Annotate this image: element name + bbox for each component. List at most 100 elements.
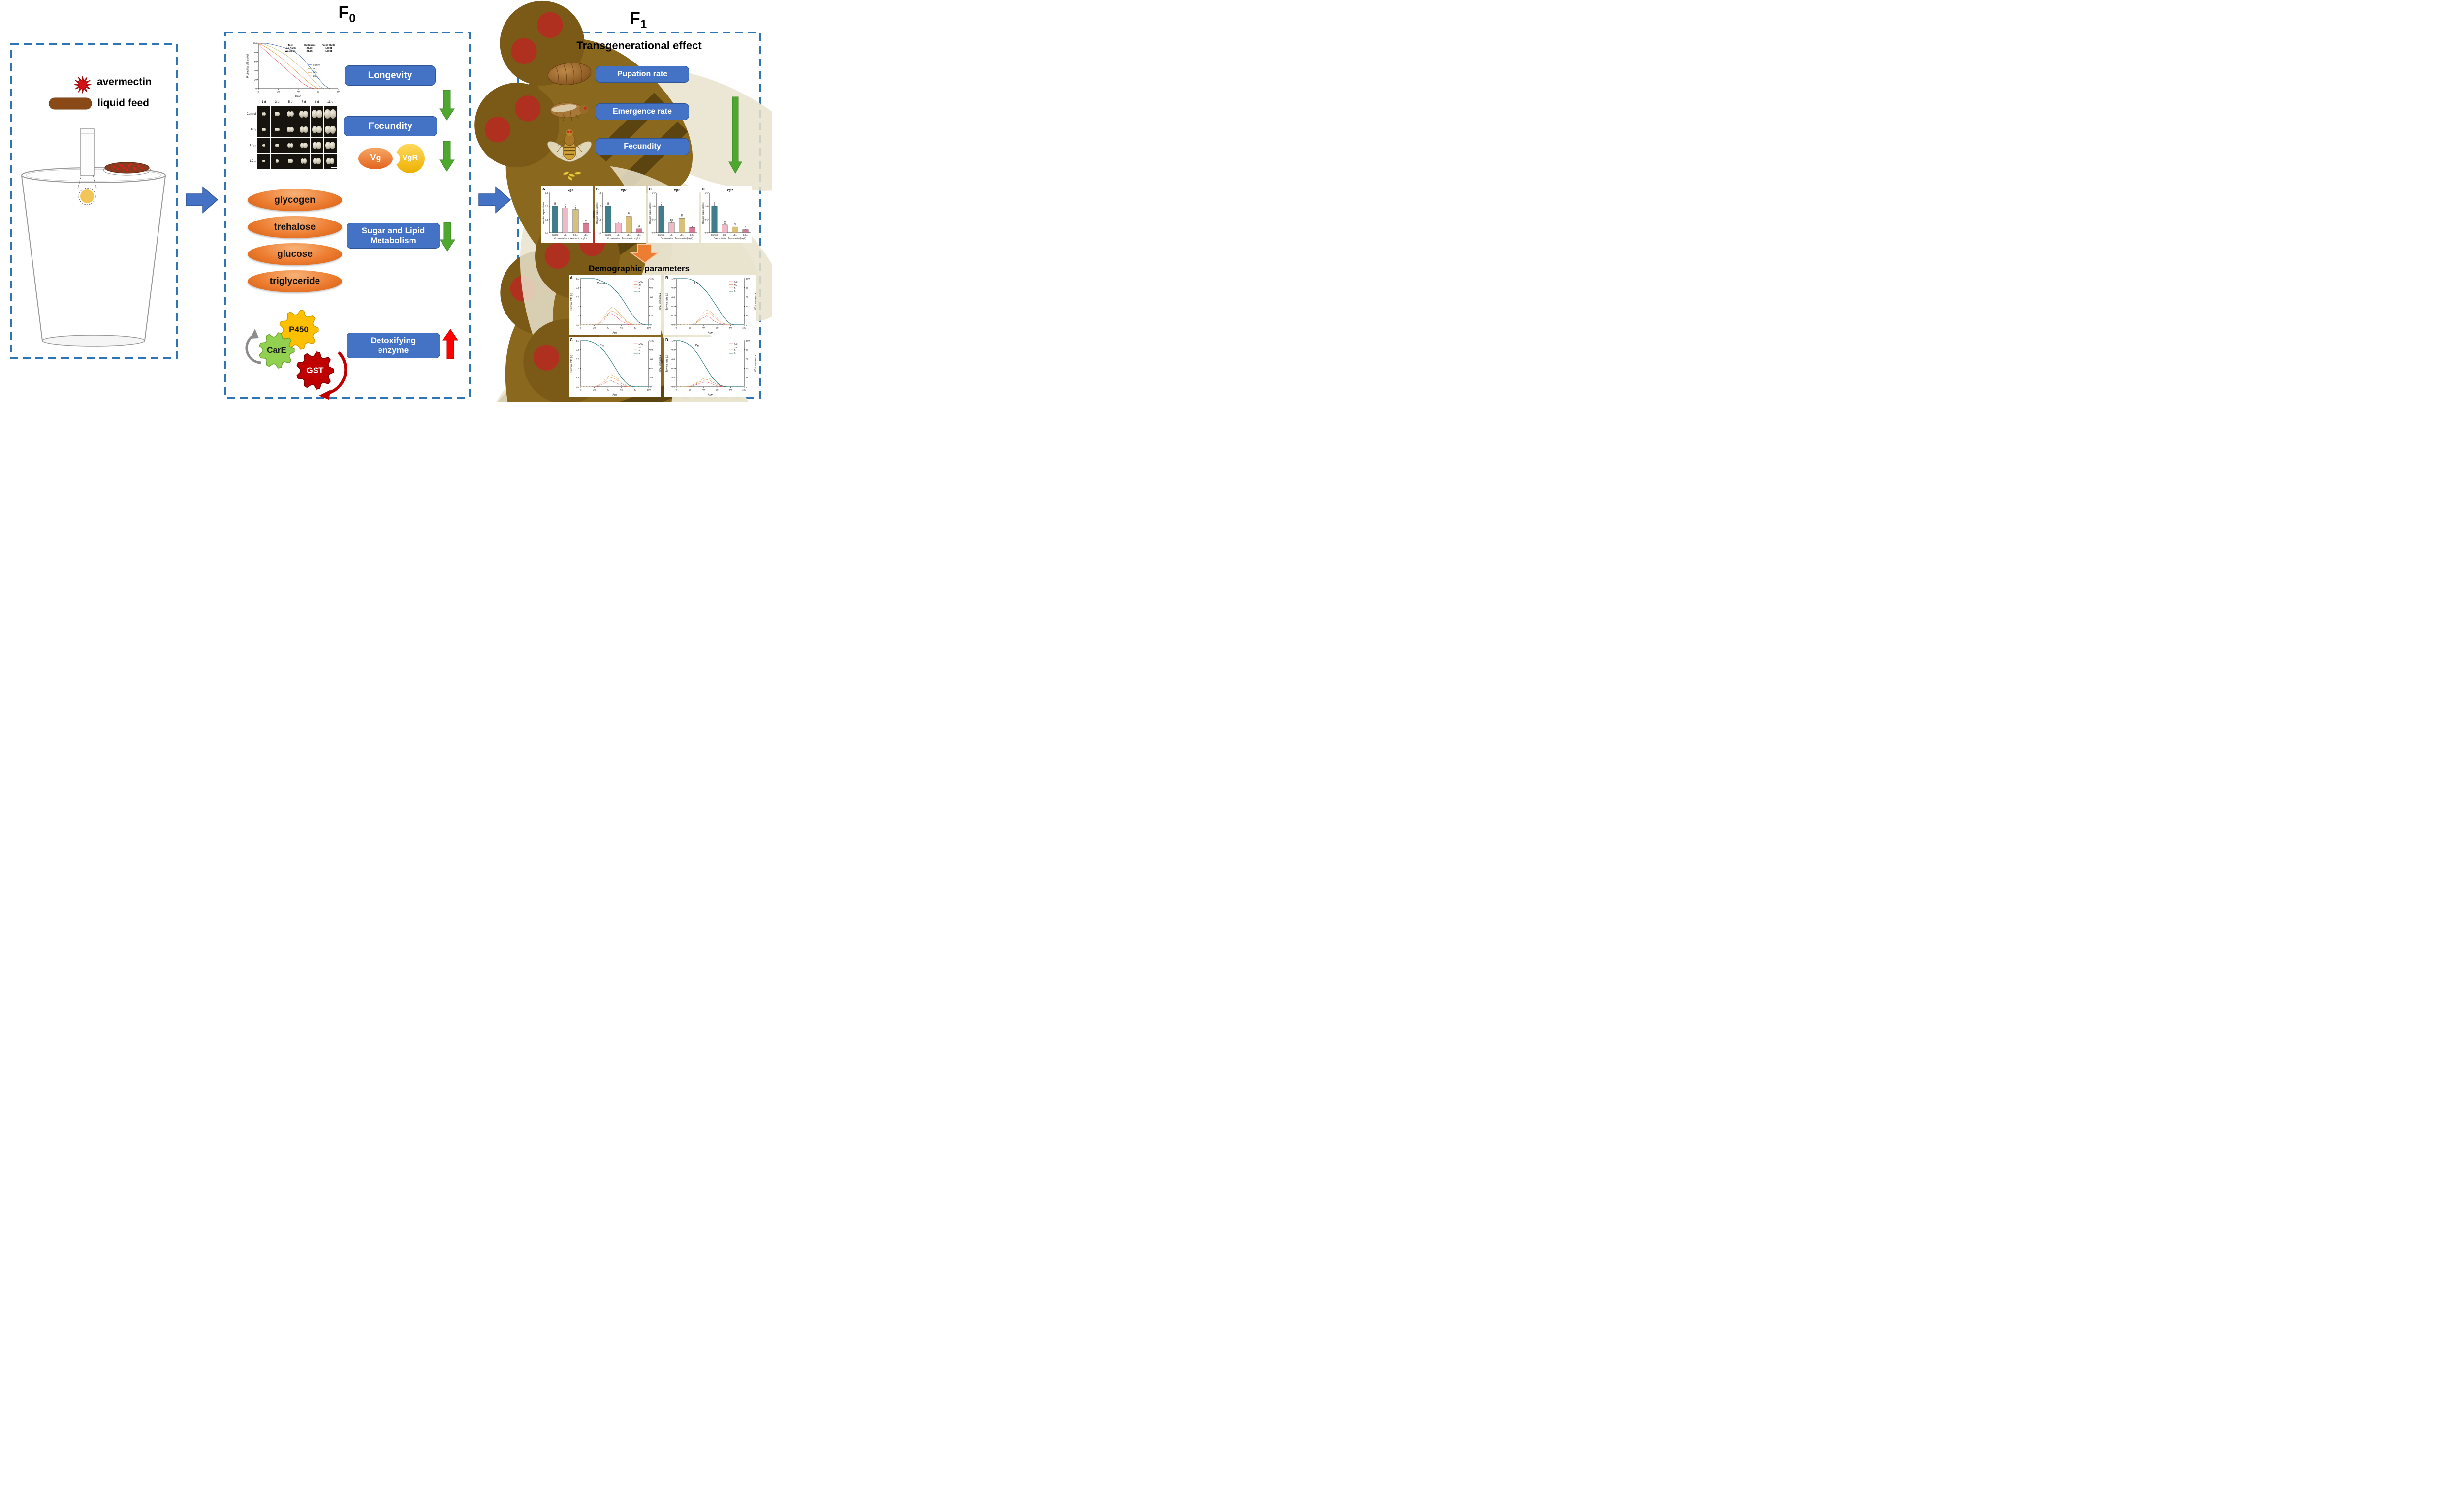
svg-text:0.2: 0.2 [576, 377, 579, 379]
svg-text:60: 60 [716, 327, 719, 330]
triglyceride-label: triglyceride [269, 276, 320, 286]
svg-text:0.5: 0.5 [599, 219, 602, 221]
svg-text:1.0: 1.0 [545, 205, 549, 208]
emergence-rate-label: Emergence rate [612, 107, 672, 116]
svg-text:Fecundity (egg): Fecundity (egg) [659, 293, 661, 311]
svg-text:1.0: 1.0 [576, 340, 579, 343]
svg-text:0: 0 [650, 386, 652, 389]
svg-text:0.4: 0.4 [576, 305, 579, 308]
metabolite-triglyceride: triglyceride [248, 270, 342, 292]
svg-text:0.0: 0.0 [671, 324, 675, 327]
sugar-lipid-line2: Metabolism [370, 236, 416, 245]
svg-text:fₓ: fₓ [639, 287, 640, 290]
svg-text:Concentration of avermectin (m: Concentration of avermectin (mg/L) [554, 237, 587, 240]
f1-heading-sub: 1 [640, 18, 647, 32]
svg-text:100: 100 [650, 340, 654, 343]
svg-text:0.0: 0.0 [599, 232, 602, 234]
svg-text:0.6: 0.6 [671, 296, 675, 299]
svg-text:80: 80 [634, 389, 637, 392]
svg-text:a: a [575, 204, 576, 207]
svg-text:LC₅₀: LC₅₀ [637, 234, 641, 236]
detox-line1: Detoxifying [370, 336, 416, 346]
svg-text:28.70: 28.70 [307, 47, 313, 50]
svg-text:100: 100 [742, 389, 746, 392]
svg-text:mₓ: mₓ [639, 284, 642, 286]
svg-text:LC₅₀: LC₅₀ [690, 234, 694, 236]
svg-text:mₓ: mₓ [734, 346, 737, 348]
rearing-cup [21, 128, 166, 346]
svg-text:LC₅₀: LC₅₀ [584, 234, 588, 236]
svg-text:D: D [702, 187, 705, 191]
avermectin-label: avermectin [97, 76, 152, 88]
svg-text:Relative express level: Relative express level [702, 202, 704, 224]
svg-text:1.5: 1.5 [545, 192, 549, 194]
svg-text:60: 60 [620, 327, 623, 330]
emergence-rate-button: Emergence rate [596, 103, 689, 120]
svg-text:20: 20 [277, 91, 280, 94]
svg-text:20: 20 [593, 327, 596, 330]
svg-text:Vg2: Vg2 [621, 189, 627, 192]
svg-text:0.5: 0.5 [652, 219, 655, 221]
svg-text:80: 80 [337, 91, 340, 94]
svg-text:lₓmₓ: lₓmₓ [734, 281, 739, 284]
svg-text:Prob>ChiSq: Prob>ChiSq [322, 44, 336, 47]
svg-text:bc: bc [734, 223, 737, 226]
svg-text:60: 60 [620, 389, 623, 392]
svg-text:Age: Age [612, 332, 617, 335]
svg-text:21.85: 21.85 [307, 50, 313, 53]
scale-bar [331, 167, 337, 168]
svg-text:40: 40 [746, 367, 749, 370]
trehalose-label: trehalose [274, 221, 316, 232]
svg-text:40: 40 [607, 389, 610, 392]
glucose-label: glucose [277, 249, 313, 259]
svg-text:80: 80 [746, 287, 749, 290]
svg-text:fₓ: fₓ [734, 349, 736, 352]
svg-text:Wilcoxon: Wilcoxon [285, 50, 295, 53]
feed-dish [103, 162, 151, 176]
svg-text:C: C [570, 338, 573, 342]
svg-text:LC₅₀: LC₅₀ [313, 75, 317, 78]
care-gear-icon [259, 332, 295, 369]
care-cycle-arrowhead [250, 329, 259, 339]
svg-text:A: A [570, 276, 573, 280]
svg-text:LC₂₀: LC₂₀ [573, 234, 578, 236]
svg-text:0.5: 0.5 [545, 219, 549, 221]
svg-text:ChiSquare: ChiSquare [304, 44, 316, 47]
svg-text:D: D [665, 338, 668, 342]
svg-text:LC₅₀: LC₅₀ [743, 234, 748, 236]
svg-text:0: 0 [255, 88, 257, 91]
svg-text:LC₂₀: LC₂₀ [733, 234, 737, 236]
svg-text:80: 80 [746, 349, 749, 352]
svg-text:Concentration of avermectin (m: Concentration of avermectin (mg/L) [714, 237, 746, 240]
svg-text:C: C [649, 187, 652, 191]
svg-text:lₓ: lₓ [639, 352, 640, 355]
svg-text:Probability of Survival: Probability of Survival [247, 54, 250, 78]
svg-text:LC₅: LC₅ [617, 234, 620, 236]
svg-text:20: 20 [593, 389, 596, 392]
svg-text:100: 100 [650, 278, 654, 281]
svg-text:LC₂₀: LC₂₀ [599, 344, 604, 347]
svg-text:Vg1: Vg1 [568, 189, 573, 192]
svg-text:1.0: 1.0 [652, 205, 655, 208]
svg-text:Test: Test [288, 44, 293, 47]
care-label: CarE [267, 346, 286, 355]
detox-line2: enzyme [378, 346, 409, 355]
svg-text:fₓ: fₓ [734, 287, 736, 290]
transgenerational-title: Transgenerational effect [576, 39, 702, 52]
gst-cycle-arrowhead [319, 390, 331, 400]
svg-text:40: 40 [254, 69, 257, 72]
svg-text:a: a [554, 202, 556, 205]
svg-text:1.0: 1.0 [671, 278, 675, 281]
detox-increase-arrow [442, 329, 458, 359]
f0-heading-text: F [338, 2, 349, 22]
svg-text:d: d [638, 225, 640, 228]
svg-text:80: 80 [650, 287, 653, 290]
svg-text:0.6: 0.6 [576, 358, 579, 361]
svg-text:0.8: 0.8 [576, 287, 579, 290]
vg-label: Vg [370, 153, 381, 162]
svg-text:b: b [724, 221, 726, 224]
metabolite-trehalose: trehalose [248, 216, 342, 238]
